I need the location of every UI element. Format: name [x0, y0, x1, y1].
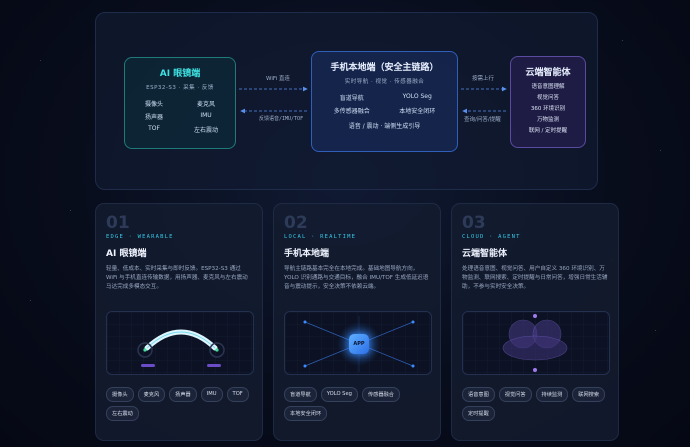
- cloud-icon: [463, 312, 609, 374]
- card-number: 02: [284, 213, 308, 233]
- cloud-illustration: [462, 311, 610, 375]
- eye-feature: IMU: [200, 112, 212, 119]
- card-eye: 01 EDGE · WEARABLE AI 眼镜端 轻量、低成本、实时采集与即时…: [95, 203, 263, 441]
- cloud-feature: 360 环境识别: [530, 106, 566, 112]
- phone-feature: 本地安全闭环: [399, 108, 436, 115]
- tag-chip: 本地安全闭环: [284, 406, 328, 421]
- card-title: 云端智能体: [462, 249, 508, 259]
- card-description: 导航主链路基本完全在本地完成。基础地图导航方向，YOLO 识别通路与交通目标，融…: [284, 266, 429, 290]
- card-cloud: 03 CLOUD · AGENT 云端智能体 处理语音意图、视觉问答、用户自定义…: [451, 203, 619, 441]
- eye-node: AI 眼镜端 ESP32-S3 · 采集 · 反馈 摄像头 麦克风 扬声器 IM…: [124, 57, 236, 149]
- tag-chip: 定时提醒: [462, 406, 495, 421]
- eye-feature: 摄像头: [144, 101, 163, 108]
- phone-feature: YOLO Seg: [402, 93, 432, 100]
- eye-feature: TOF: [148, 125, 160, 132]
- app-button-label: APP: [353, 341, 365, 347]
- card-description: 轻量、低成本、实时采集与即时反馈。ESP32-S3 通过 WiFi 与手机直连传…: [106, 266, 248, 290]
- glasses-icon: [107, 312, 253, 374]
- card-number: 03: [462, 213, 486, 233]
- tag-chip: 持续监测: [535, 387, 569, 402]
- tag-chip: 视觉问答: [498, 387, 532, 402]
- cloud-feature: 语音意图理解: [531, 84, 565, 90]
- tag-chip: 扬声器: [169, 387, 197, 402]
- card-tag: CLOUD · AGENT: [462, 234, 521, 240]
- tag-chip: 盲道导航: [284, 387, 317, 402]
- cloud-node-title: 云端智能体: [525, 68, 571, 78]
- tag-chip: YOLO Seg: [320, 387, 358, 402]
- card-tag: LOCAL · REALTIME: [284, 234, 357, 240]
- phone-feature: 盲道导航: [339, 95, 364, 102]
- eye-feature: 左右震动: [193, 127, 218, 134]
- link-label-phone-to-cloud: 按需上行: [472, 76, 495, 82]
- cloud-node: 云端智能体 语音意图理解 视觉问答 360 环境识别 万物监测 联网 / 定时提…: [510, 56, 586, 148]
- tag-chip: 麦克风: [137, 387, 166, 402]
- phone-feature: 多传感器融合: [333, 108, 370, 115]
- tag-chip: 联网搜索: [572, 387, 606, 402]
- eye-feature: 麦克风: [196, 101, 215, 108]
- eye-node-subtitle: ESP32-S3 · 采集 · 反馈: [146, 85, 214, 91]
- tag-chip: 摄像头: [106, 387, 134, 402]
- eye-node-title: AI 眼镜端: [159, 69, 201, 79]
- cloud-feature: 联网 / 定时提醒: [528, 128, 568, 134]
- phone-hub-illustration: APP: [284, 311, 432, 375]
- card-title: AI 眼镜端: [106, 249, 147, 259]
- cloud-feature: 视觉问答: [536, 95, 559, 101]
- tag-chip: IMU: [200, 387, 223, 402]
- phone-node-subtitle: 实时导航 · 视觉 · 传感器融合: [344, 79, 425, 85]
- tag-chip: 传感器融合: [361, 387, 400, 402]
- link-label-eye-to-phone: WiFi 直连: [266, 76, 290, 82]
- link-label-phone-to-eye: 反馈语音/IMU/TOF: [259, 116, 304, 122]
- card-description: 处理语音意图、视觉问答、用户自定义 360 环境识别、万物监测、联网搜索、定时提…: [462, 266, 608, 290]
- eye-feature: 扬声器: [144, 114, 163, 121]
- tag-chip: 左右震动: [106, 406, 139, 421]
- glasses-illustration: [106, 311, 254, 375]
- card-number: 01: [106, 213, 130, 233]
- tag-chip: 语音意图: [462, 387, 495, 402]
- phone-node-footer: 语音 / 震动 · 端侧生成引导: [348, 123, 421, 130]
- app-button[interactable]: APP: [349, 334, 369, 354]
- tag-chip: TOF: [226, 387, 249, 402]
- architecture-panel: AI 眼镜端 ESP32-S3 · 采集 · 反馈 摄像头 麦克风 扬声器 IM…: [95, 12, 598, 190]
- cloud-feature: 万物监测: [536, 117, 559, 123]
- card-title: 手机本地端: [284, 249, 330, 259]
- phone-node-title: 手机本地端（安全主链路）: [330, 63, 439, 73]
- card-tag: EDGE · WEARABLE: [106, 234, 174, 240]
- link-label-cloud-to-phone: 查询/问答/提醒: [464, 117, 501, 123]
- card-phone: 02 LOCAL · REALTIME 手机本地端 导航主链路基本完全在本地完成…: [273, 203, 441, 441]
- phone-node: 手机本地端（安全主链路） 实时导航 · 视觉 · 传感器融合 盲道导航 YOLO…: [311, 51, 458, 152]
